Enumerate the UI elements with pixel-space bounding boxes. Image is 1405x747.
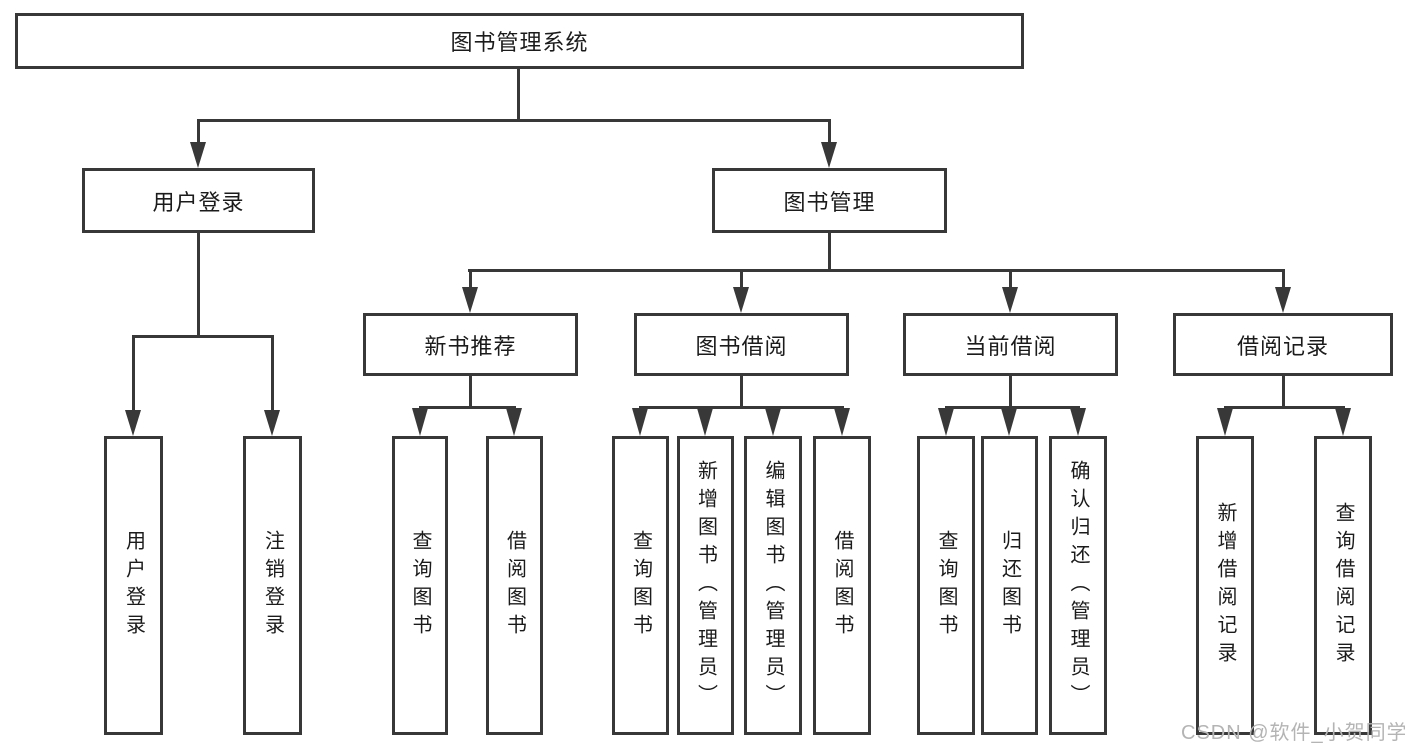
connector-line bbox=[1224, 406, 1345, 409]
leaf-user-login: 用户登录 bbox=[104, 436, 163, 735]
connector-line bbox=[945, 406, 1080, 409]
leaf-logout: 注销登录 bbox=[243, 436, 302, 735]
arrowhead-down-icon bbox=[632, 408, 648, 436]
arrowhead-down-icon bbox=[821, 142, 837, 168]
connector-line bbox=[517, 69, 520, 121]
connector-line bbox=[468, 269, 1285, 272]
node-user-login: 用户登录 bbox=[82, 168, 315, 233]
connector-line bbox=[197, 233, 200, 337]
connector-line bbox=[1282, 376, 1285, 408]
arrowhead-down-icon bbox=[1070, 408, 1086, 436]
node-label: 图书管理 bbox=[783, 189, 876, 215]
leaf-label: 查询借阅记录 bbox=[1332, 501, 1354, 670]
connector-line bbox=[828, 119, 831, 145]
connector-line bbox=[469, 376, 472, 408]
leaf-label: 编辑图书（管理员） bbox=[762, 459, 784, 712]
arrowhead-down-icon bbox=[190, 142, 206, 168]
leaf-label: 借阅图书 bbox=[503, 529, 526, 642]
arrowhead-down-icon bbox=[506, 408, 522, 436]
node-label: 当前借阅 bbox=[964, 333, 1057, 359]
connector-line bbox=[1009, 376, 1012, 408]
connector-line bbox=[271, 335, 274, 412]
leaf-edit-books-admin: 编辑图书（管理员） bbox=[744, 436, 802, 735]
arrowhead-down-icon bbox=[412, 408, 428, 436]
arrowhead-down-icon bbox=[765, 408, 781, 436]
node-current-borrow: 当前借阅 bbox=[903, 313, 1118, 376]
leaf-label: 查询图书 bbox=[935, 529, 957, 642]
connector-line bbox=[740, 269, 743, 289]
node-book-borrow: 图书借阅 bbox=[634, 313, 849, 376]
arrowhead-down-icon bbox=[462, 287, 478, 313]
connector-line bbox=[740, 376, 743, 408]
node-label: 图书借阅 bbox=[695, 333, 788, 359]
leaf-label: 注销登录 bbox=[261, 529, 284, 642]
node-borrow-record: 借阅记录 bbox=[1173, 313, 1393, 376]
connector-line bbox=[197, 119, 200, 145]
leaf-label: 查询图书 bbox=[409, 529, 431, 642]
connector-line bbox=[1282, 269, 1285, 289]
arrowhead-down-icon bbox=[938, 408, 954, 436]
leaf-add-borrow-record: 新增借阅记录 bbox=[1196, 436, 1254, 735]
leaf-label: 确认归还（管理员） bbox=[1067, 459, 1089, 712]
node-root: 图书管理系统 bbox=[15, 13, 1024, 69]
connector-line bbox=[132, 335, 135, 412]
node-label: 借阅记录 bbox=[1236, 333, 1329, 359]
arrowhead-down-icon bbox=[1001, 408, 1017, 436]
watermark-text: CSDN @软件_小贺同学 bbox=[1181, 722, 1405, 744]
arrowhead-down-icon bbox=[264, 410, 280, 436]
connector-line bbox=[1009, 269, 1012, 289]
leaf-label: 归还图书 bbox=[998, 529, 1021, 642]
leaf-label: 新增图书（管理员） bbox=[694, 459, 717, 712]
connector-line bbox=[419, 406, 516, 409]
leaf-add-books-admin: 新增图书（管理员） bbox=[677, 436, 734, 735]
arrowhead-down-icon bbox=[733, 287, 749, 313]
leaf-label: 用户登录 bbox=[122, 529, 145, 642]
node-label: 新书推荐 bbox=[424, 333, 517, 359]
connector-line bbox=[197, 119, 831, 122]
arrowhead-down-icon bbox=[1275, 287, 1291, 313]
leaf-label: 新增借阅记录 bbox=[1214, 501, 1236, 670]
arrowhead-down-icon bbox=[1217, 408, 1233, 436]
leaf-query-books-2: 查询图书 bbox=[612, 436, 669, 735]
connector-line bbox=[828, 233, 831, 271]
node-new-book-recommend: 新书推荐 bbox=[363, 313, 578, 376]
node-book-management: 图书管理 bbox=[712, 168, 947, 233]
arrowhead-down-icon bbox=[1002, 287, 1018, 313]
leaf-label: 借阅图书 bbox=[831, 529, 853, 642]
connector-line bbox=[639, 406, 844, 409]
leaf-borrow-books-2: 借阅图书 bbox=[813, 436, 871, 735]
leaf-return-books: 归还图书 bbox=[981, 436, 1038, 735]
arrowhead-down-icon bbox=[125, 410, 141, 436]
arrowhead-down-icon bbox=[697, 408, 713, 436]
node-root-label: 图书管理系统 bbox=[450, 30, 589, 55]
leaf-label: 查询图书 bbox=[629, 529, 652, 642]
arrowhead-down-icon bbox=[834, 408, 850, 436]
connector-line bbox=[132, 335, 274, 338]
leaf-query-borrow-record: 查询借阅记录 bbox=[1314, 436, 1372, 735]
leaf-query-books-1: 查询图书 bbox=[392, 436, 448, 735]
leaf-borrow-books-1: 借阅图书 bbox=[486, 436, 543, 735]
leaf-query-books-3: 查询图书 bbox=[917, 436, 975, 735]
connector-line bbox=[469, 269, 472, 289]
leaf-confirm-return-admin: 确认归还（管理员） bbox=[1049, 436, 1107, 735]
arrowhead-down-icon bbox=[1335, 408, 1351, 436]
node-label: 用户登录 bbox=[152, 189, 245, 215]
